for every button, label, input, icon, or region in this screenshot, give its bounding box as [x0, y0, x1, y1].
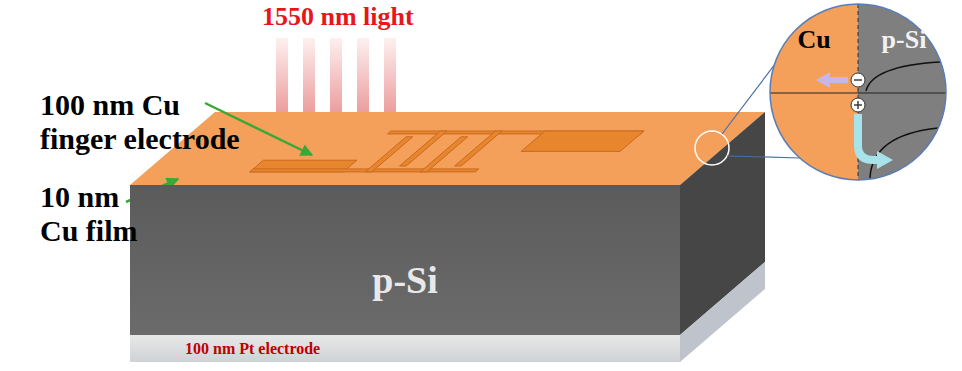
pt-electrode-band: 100 nm Pt electrode	[130, 335, 680, 362]
electrode-pad	[521, 131, 644, 151]
region-label: Cu	[797, 25, 830, 55]
part-label: 100 nm Cu finger electrode	[40, 88, 252, 155]
zoom-view	[770, 4, 946, 180]
cu-zoom-region: Cu	[776, 20, 852, 60]
electron-symbol	[851, 73, 865, 87]
zoom-marker	[695, 131, 729, 165]
hole-symbol	[851, 98, 865, 112]
region-label: 100 nm Pt electrode	[185, 340, 320, 358]
finger-electrode	[250, 131, 644, 172]
part-label: 10 nm Cu film	[40, 180, 150, 247]
electrode-finger	[455, 131, 502, 166]
light-label: 1550 nm light	[262, 2, 414, 31]
hole-arrow	[858, 114, 878, 160]
region-label: p-Si	[882, 25, 927, 55]
electrode-finger	[400, 131, 447, 166]
si-zoom-region: p-Si	[864, 20, 944, 60]
silicon-front-face: p-Si	[130, 185, 680, 335]
zoom-circle	[770, 4, 946, 180]
electron-arrow	[816, 72, 848, 88]
zoom-line	[727, 156, 800, 158]
hole-arrow-head	[877, 151, 893, 169]
part-label: 10 nm Cu film	[40, 180, 150, 247]
band-curve	[870, 128, 938, 178]
light-label: 1550 nm light	[262, 2, 414, 31]
electrode-bus	[250, 169, 479, 172]
pt-side-face	[680, 262, 765, 362]
electrode-finger	[365, 137, 412, 172]
si-region	[858, 4, 946, 180]
region-label: p-Si	[372, 258, 437, 302]
band-curve	[866, 62, 940, 91]
level-line	[770, 93, 946, 94]
part-label: 100 nm Cu finger electrode	[40, 88, 252, 155]
cu-region	[770, 4, 858, 180]
